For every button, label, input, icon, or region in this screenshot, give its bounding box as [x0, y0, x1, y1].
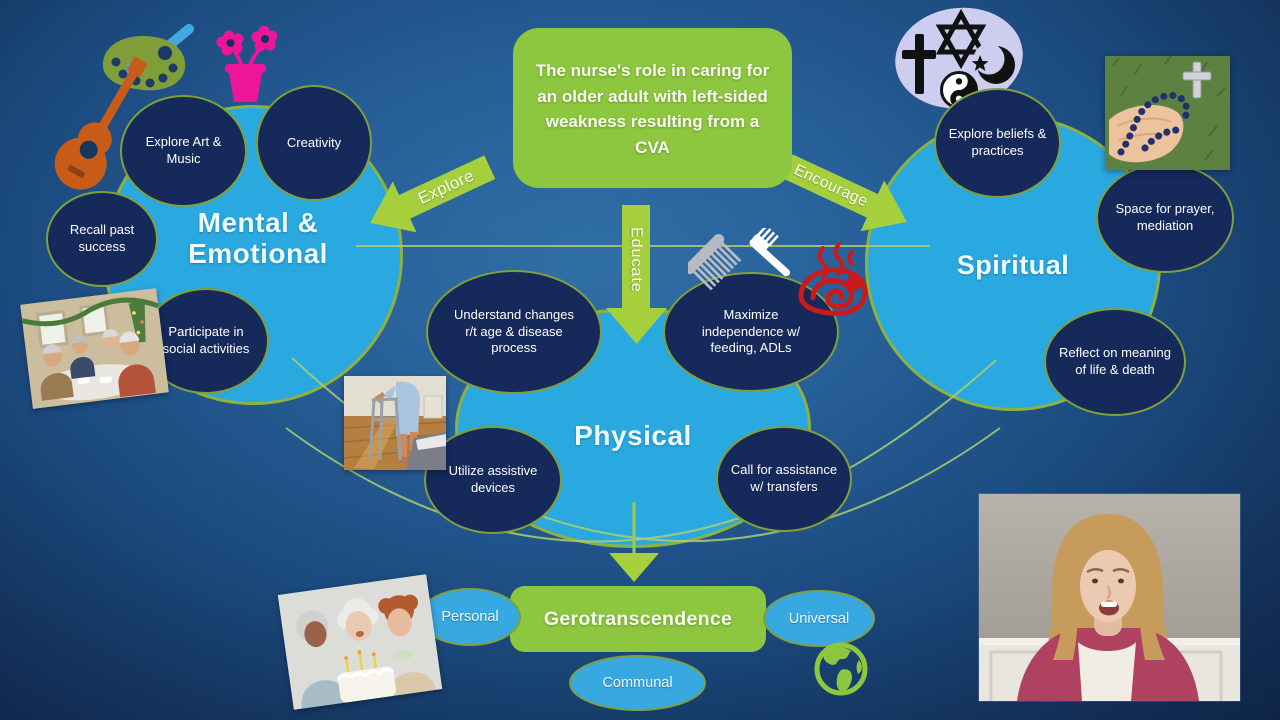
comb-icon: [688, 234, 742, 291]
flower-left: [216, 30, 244, 56]
earth-icon: [814, 642, 868, 696]
oval-universal: Universal: [763, 590, 875, 647]
physical-label: Physical: [574, 420, 692, 451]
seniors-birthday-cake-photo: [277, 574, 443, 710]
slide-title: The nurse's role in caring for an older …: [513, 28, 792, 188]
star-of-david-icon: [935, 8, 987, 70]
explore-arrow-icon: [370, 155, 496, 233]
node-explore-art-music: Explore Art & Music: [120, 95, 247, 207]
encourage-arrow-icon: [781, 154, 907, 232]
crucifix: [1182, 61, 1212, 99]
node-recall-past-success: Recall past success: [46, 191, 158, 287]
node-explore-beliefs: Explore beliefs & practices: [934, 88, 1061, 198]
hot-meal-icon: [798, 242, 868, 316]
flower-pot-icon: [216, 26, 278, 102]
spiritual-label: Spiritual: [956, 250, 1070, 280]
node-space-for-prayer: Space for prayer, mediation: [1096, 163, 1234, 273]
educate-arrow-label: Educate: [627, 227, 645, 293]
rosary-in-hand-photo: [1105, 56, 1230, 170]
node-reflect-meaning: Reflect on meaning of life & death: [1044, 308, 1186, 416]
oval-personal: Personal: [419, 588, 521, 646]
toothbrush-icon: [749, 228, 791, 277]
flower-right: [251, 26, 278, 52]
explore-arrow: Explore: [358, 142, 501, 249]
node-call-for-assistance: Call for assistance w/ transfers: [716, 426, 852, 532]
patient-with-walker-photo: [344, 376, 446, 470]
node-creativity: Creativity: [256, 85, 372, 201]
mental-emotional-label: Mental & Emotional: [188, 207, 328, 270]
node-understand-changes: Understand changes r/t age & disease pro…: [426, 270, 602, 394]
gerotranscendence-box: Gerotranscendence: [510, 586, 766, 652]
encourage-arrow: Encourage: [775, 141, 918, 248]
presenter-webcam-video: [979, 494, 1240, 714]
cross-icon: [902, 34, 936, 94]
oval-communal: Communal: [569, 655, 706, 711]
guitar-icon: [54, 56, 147, 190]
seniors-social-dining-photo: [20, 288, 169, 409]
crescent-star-icon: [971, 43, 1015, 84]
